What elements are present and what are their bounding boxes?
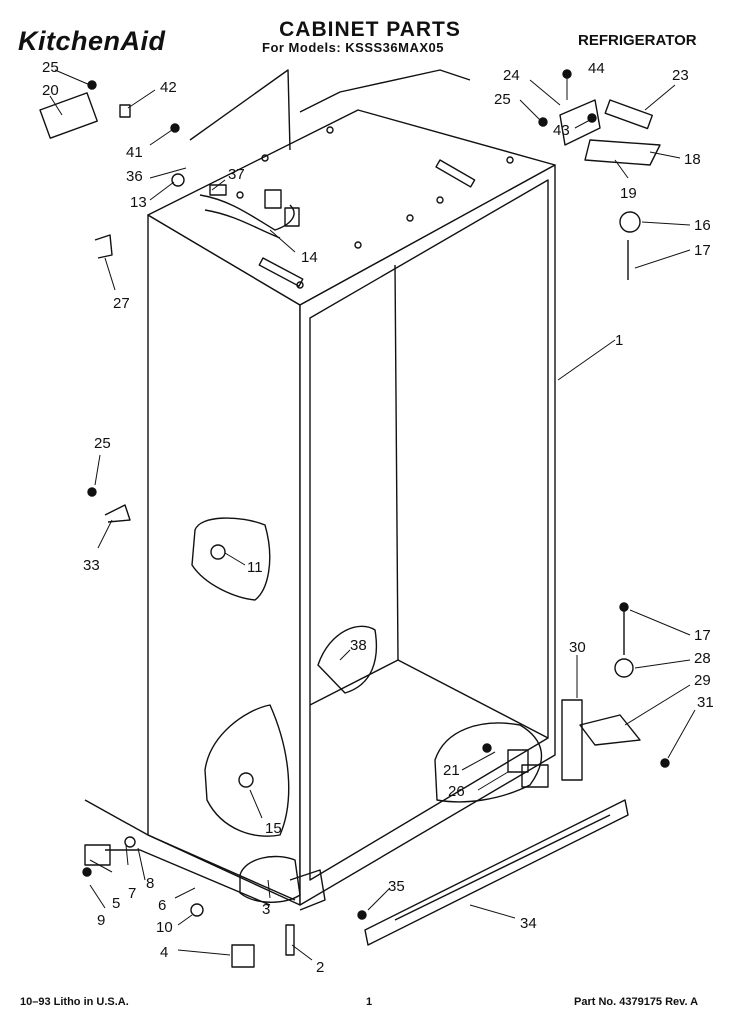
callout-10: 10 (156, 919, 173, 936)
callout-25-top-left: 25 (42, 59, 59, 76)
callout-11: 11 (247, 559, 263, 576)
callout-33: 33 (83, 557, 100, 574)
callout-29: 29 (694, 672, 711, 689)
callout-13: 13 (130, 194, 147, 211)
callout-4: 4 (160, 944, 168, 961)
callout-8: 8 (146, 875, 154, 892)
footer-part-number: Part No. 4379175 Rev. A (574, 996, 699, 1008)
upper-hinge-assembly (538, 69, 661, 280)
model-subtitle: For Models: KSSS36MAX05 (262, 40, 444, 55)
callout-labels: 1 2 3 4 5 6 7 8 9 10 11 13 14 15 16 17 1… (42, 59, 714, 976)
callout-41: 41 (126, 144, 143, 161)
callout-36: 36 (126, 168, 143, 185)
toe-grille (364, 799, 629, 946)
callout-26: 26 (448, 783, 465, 800)
brand-logo: KitchenAid (18, 26, 166, 56)
callout-44: 44 (588, 60, 605, 77)
callout-19: 19 (620, 185, 637, 202)
callout-43: 43 (553, 122, 570, 139)
callout-16: 16 (694, 217, 711, 234)
callout-30: 30 (569, 639, 586, 656)
callout-38: 38 (350, 637, 367, 654)
footer-page-number: 1 (366, 996, 373, 1008)
cutaway-patches (191, 517, 543, 903)
callout-25-top-right: 25 (494, 91, 511, 108)
cabinet-body (147, 69, 556, 906)
callout-18: 18 (684, 151, 701, 168)
callout-27: 27 (113, 295, 130, 312)
leader-lines (49, 69, 696, 961)
callout-1: 1 (615, 332, 623, 349)
callout-37: 37 (228, 166, 245, 183)
callout-20: 20 (42, 82, 59, 99)
callout-28: 28 (694, 650, 711, 667)
callout-31: 31 (697, 694, 714, 711)
footer-print-info: 10–93 Litho in U.S.A. (20, 996, 129, 1008)
category-label: REFRIGERATOR (578, 32, 697, 49)
left-side-parts (39, 80, 492, 968)
callout-17-upper: 17 (694, 242, 711, 259)
callout-15: 15 (265, 820, 282, 837)
callout-34: 34 (520, 915, 537, 932)
callout-23: 23 (672, 67, 689, 84)
lower-hinge-assembly (507, 602, 670, 788)
page-title: CABINET PARTS (279, 18, 461, 41)
callout-6: 6 (158, 897, 166, 914)
callout-21: 21 (443, 762, 460, 779)
callout-9: 9 (97, 912, 105, 929)
callout-25-mid-left: 25 (94, 435, 111, 452)
bottom-rail (84, 799, 326, 911)
wire-harness (199, 184, 300, 239)
callout-5: 5 (112, 895, 120, 912)
callout-17-lower: 17 (694, 627, 711, 644)
callout-2: 2 (316, 959, 324, 976)
callout-3: 3 (262, 901, 270, 918)
callout-7: 7 (128, 885, 136, 902)
callout-14: 14 (301, 249, 318, 266)
callout-24: 24 (503, 67, 520, 84)
callout-42: 42 (160, 79, 177, 96)
callout-35: 35 (388, 878, 405, 895)
